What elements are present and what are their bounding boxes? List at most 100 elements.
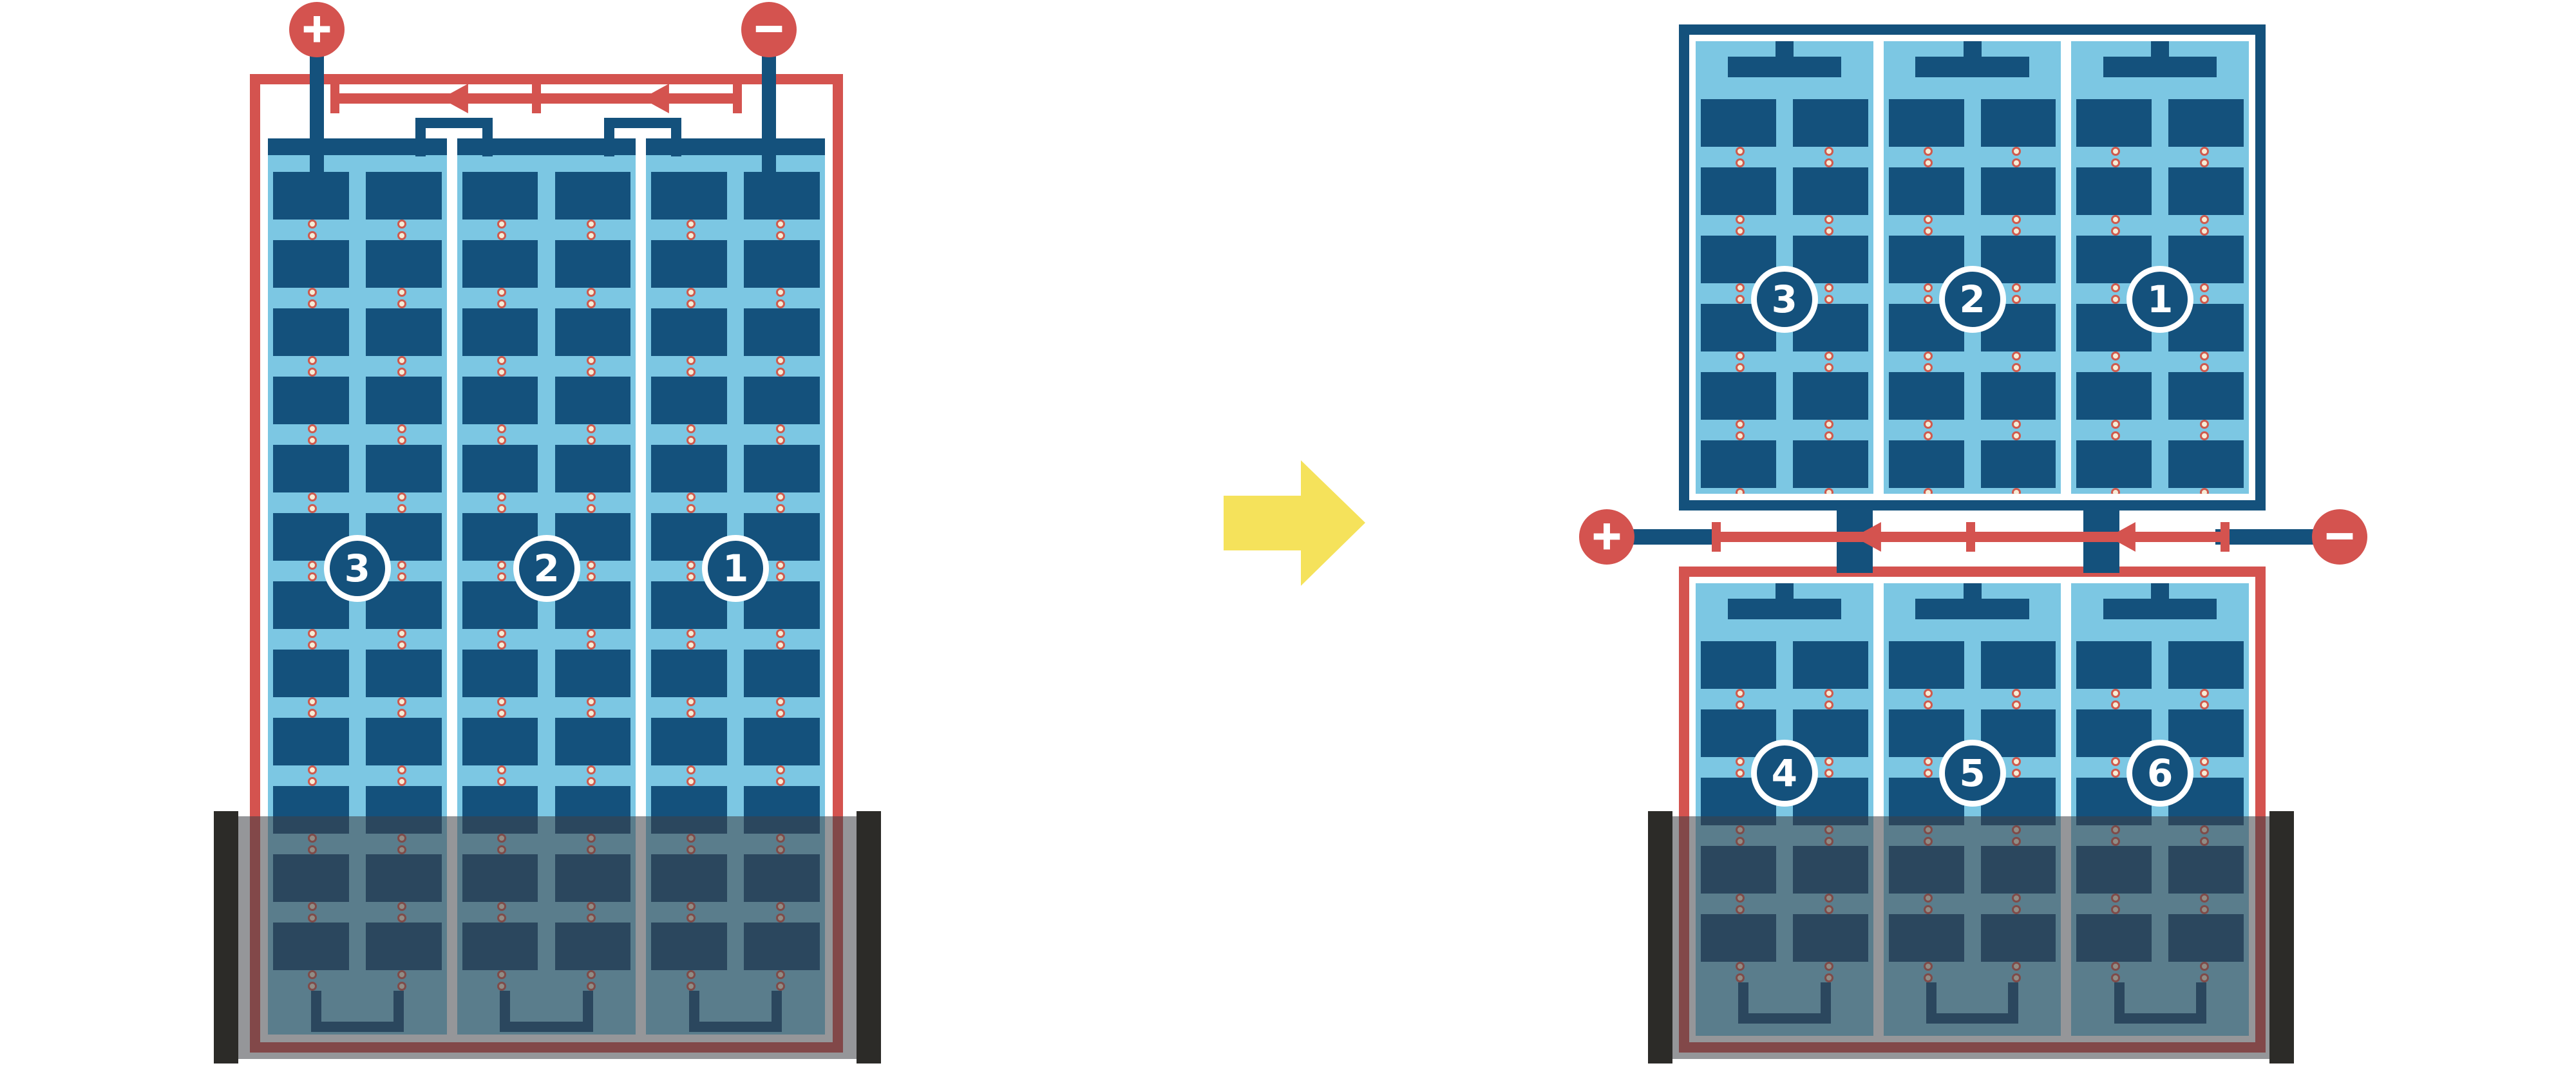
- rivet-dots: [2012, 351, 2022, 372]
- plate-gap: [268, 288, 447, 308]
- plate: [651, 650, 728, 697]
- cell-top-strap: [2071, 583, 2249, 635]
- rivet-dots: [397, 561, 407, 581]
- rivet-dots: [1735, 757, 1745, 778]
- rivet-dots: [586, 220, 596, 240]
- rivet-dots: [2111, 147, 2121, 167]
- plate: [554, 308, 631, 356]
- plate-row: [646, 240, 825, 288]
- cell-top-strap: [2071, 41, 2249, 93]
- plate-gap: [1696, 283, 1873, 304]
- rivet-dots: [1923, 689, 1933, 709]
- rivet-dots: [2200, 147, 2210, 167]
- plate: [273, 377, 349, 424]
- current-arrowhead: [1853, 522, 1881, 552]
- rivet-dots: [397, 356, 407, 377]
- rivet-dots: [1735, 147, 1745, 167]
- rivet-dots: [2111, 215, 2121, 236]
- plate: [1888, 641, 1964, 689]
- plate-gap: [457, 220, 636, 240]
- plate-gap: [2071, 351, 2249, 372]
- cell-number-badge: 1: [2126, 265, 2194, 333]
- plate-gap: [2071, 283, 2249, 304]
- plate: [462, 240, 538, 288]
- rivet-dots: [1735, 215, 1745, 236]
- positive-post: [310, 52, 324, 174]
- plate: [1980, 167, 2056, 215]
- negative-terminal: −: [741, 2, 797, 57]
- rivet-dots: [1735, 283, 1745, 304]
- rivet-dots: [497, 697, 507, 718]
- rivet-dots: [1735, 689, 1745, 709]
- rivet-dots: [497, 629, 507, 650]
- current-flow-wire: [330, 84, 742, 113]
- rivet-dots: [1824, 215, 1833, 236]
- rivet-dots: [686, 561, 696, 581]
- rivet-dots: [1735, 420, 1745, 440]
- plate-gap: [646, 424, 825, 445]
- plate-gap: [268, 561, 447, 581]
- plate-row: [2071, 440, 2249, 488]
- negative-terminal: −: [2312, 509, 2367, 565]
- plate-row: [268, 172, 447, 220]
- rivet-dots: [497, 765, 507, 786]
- plate-row: [457, 172, 636, 220]
- plate-gap: [268, 356, 447, 377]
- plate: [273, 718, 349, 765]
- plate-gap: [268, 424, 447, 445]
- plate-gap: [268, 765, 447, 786]
- plate-row: [268, 445, 447, 492]
- rivet-dots: [497, 492, 507, 513]
- rivet-dots: [2200, 215, 2210, 236]
- rivet-dots: [2012, 689, 2022, 709]
- positive-terminal: +: [289, 2, 345, 57]
- plate-row: [1696, 99, 1873, 147]
- plate-row: [1884, 641, 2061, 689]
- plate: [365, 445, 442, 492]
- rivet-dots: [2200, 420, 2210, 440]
- plate-gap: [268, 629, 447, 650]
- plate-gap: [2071, 420, 2249, 440]
- plate-gap: [457, 561, 636, 581]
- plate: [462, 718, 538, 765]
- rivet-dots: [775, 765, 785, 786]
- rivet-dots: [1923, 283, 1933, 304]
- plate-gap: [646, 220, 825, 240]
- rivet-dots: [308, 561, 317, 581]
- tank-wall-left: [214, 811, 238, 1063]
- plate: [2076, 641, 2152, 689]
- plate: [744, 308, 820, 356]
- plate-gap: [1884, 757, 2061, 778]
- rivet-dots: [586, 492, 596, 513]
- plate: [1792, 99, 1868, 147]
- plate-gap: [646, 561, 825, 581]
- rivet-dots: [775, 561, 785, 581]
- wire-tick: [2221, 522, 2230, 552]
- rivet-dots: [1824, 689, 1833, 709]
- rivet-dots: [1923, 757, 1933, 778]
- plate: [273, 240, 349, 288]
- rivet-dots: [686, 492, 696, 513]
- plate: [1980, 440, 2056, 488]
- plate: [2076, 372, 2152, 420]
- rivet-dots: [586, 629, 596, 650]
- plate: [554, 377, 631, 424]
- rivet-dots: [2111, 283, 2121, 304]
- rivet-dots: [497, 356, 507, 377]
- rivet-dots: [1735, 488, 1745, 494]
- plate-row: [457, 240, 636, 288]
- plate-row: [1696, 641, 1873, 689]
- plate-row: [646, 377, 825, 424]
- plate-row: [2071, 99, 2249, 147]
- plate-row: [2071, 167, 2249, 215]
- negative-post: [2215, 529, 2318, 545]
- rivet-dots: [775, 220, 785, 240]
- cell-column-3: 3: [1696, 41, 1873, 494]
- plate-row: [2071, 372, 2249, 420]
- plate-gap: [2071, 147, 2249, 167]
- rivet-dots: [686, 220, 696, 240]
- plate: [462, 172, 538, 220]
- tank-wall-right: [2269, 811, 2294, 1063]
- plate-row: [457, 718, 636, 765]
- plate: [273, 172, 349, 220]
